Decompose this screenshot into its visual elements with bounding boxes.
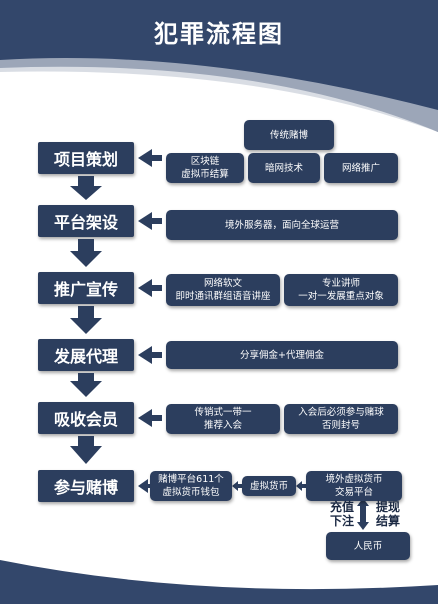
box-rmb: 人民币: [326, 532, 410, 560]
down-arrow-4: [70, 373, 102, 397]
down-arrow-1: [70, 176, 102, 200]
box-blockchain: 区块链虚拟币结算: [166, 153, 244, 183]
stage-platform-setup: 平台架设: [38, 205, 134, 237]
page-title: 犯罪流程图: [154, 20, 284, 48]
box-overseas-servers: 境外服务器，面向全球运营: [166, 210, 398, 240]
left-arrow-2: [138, 212, 162, 230]
header-wave-highlight: [0, 58, 438, 132]
stage-member-recruitment: 吸收会员: [38, 402, 134, 434]
arrow-virtual-to-wallet: [232, 481, 242, 491]
stage-agent-development: 发展代理: [38, 339, 134, 371]
box-virtual-currency: 虚拟货币: [242, 476, 296, 496]
left-arrow-5: [138, 409, 162, 427]
label-withdraw-settle: 提现 结算: [376, 500, 401, 528]
down-arrow-3: [70, 306, 102, 334]
box-darknet: 暗网技术: [248, 153, 320, 183]
box-online-promo: 网络推广: [324, 153, 398, 183]
label-recharge-bet: 充值 下注: [330, 500, 355, 528]
left-arrow-1: [138, 149, 162, 167]
stage-promotion: 推广宣传: [38, 272, 134, 304]
down-arrow-2: [70, 239, 102, 267]
left-arrow-3: [138, 279, 162, 297]
box-traditional-gambling: 传统赌博: [244, 120, 334, 150]
stage-gambling: 参与赌博: [38, 470, 134, 502]
box-lecturer: 专业讲师一对一发展重点对象: [284, 274, 398, 306]
box-commission: 分享佣金+代理佣金: [166, 341, 398, 369]
box-overseas-exchange: 境外虚拟货币交易平台: [306, 471, 402, 501]
left-arrow-6: [138, 479, 152, 493]
stage-project-planning: 项目策划: [38, 142, 134, 174]
footer-wave: [0, 560, 438, 604]
down-arrow-5: [70, 436, 102, 464]
arrow-exchange-to-virtual: [296, 481, 306, 491]
header-wave: [0, 0, 438, 132]
box-promo-soft: 网络软文即时通讯群组语音讲座: [166, 274, 280, 306]
box-must-gamble: 入会后必须参与赌球否则封号: [284, 404, 398, 434]
box-pyramid-recruit: 传销式一带一推荐入会: [166, 404, 280, 434]
left-arrow-4: [138, 346, 162, 364]
box-platform-wallet: 赌博平台611个虚拟货币钱包: [150, 471, 232, 501]
double-arrow-exchange-rmb: [357, 498, 369, 530]
